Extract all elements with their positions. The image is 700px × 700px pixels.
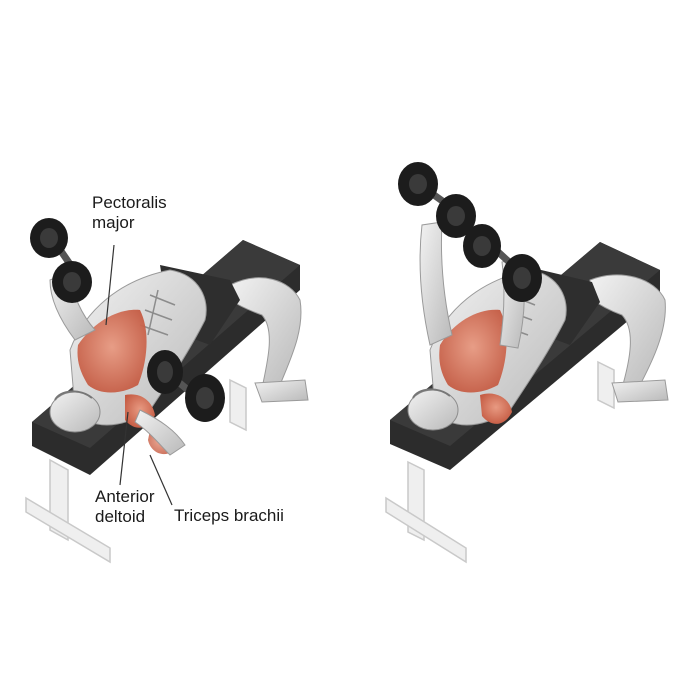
right-anterior-deltoid	[480, 393, 512, 424]
right-arm-left	[419, 221, 453, 346]
left-head	[49, 390, 101, 433]
left-legs	[229, 277, 309, 403]
label-deltoid-line1: Anterior	[95, 487, 155, 506]
label-deltoid-line2: deltoid	[95, 507, 146, 526]
label-pectoralis-line2: major	[92, 213, 135, 232]
left-dumbbell-upper	[30, 218, 92, 303]
right-dumbbell-lower	[463, 224, 542, 302]
left-bench-legs	[25, 378, 247, 564]
right-legs	[589, 274, 669, 403]
right-head	[407, 388, 459, 431]
left-callout-lines	[105, 244, 173, 506]
label-anterior-deltoid: Anterior deltoid	[95, 487, 155, 527]
label-triceps-brachii: Triceps brachii	[174, 506, 284, 525]
left-dumbbell-lower	[147, 350, 225, 422]
right-dumbbell-upper	[398, 162, 476, 238]
left-figure	[25, 218, 309, 564]
right-figure	[385, 162, 669, 564]
label-pectoralis-major: Pectoralis major	[92, 193, 167, 233]
label-pectoralis-line1: Pectoralis	[92, 193, 167, 212]
right-bench-legs	[385, 360, 615, 564]
right-pectoralis-major	[439, 309, 507, 393]
left-arm-lower	[134, 409, 186, 456]
